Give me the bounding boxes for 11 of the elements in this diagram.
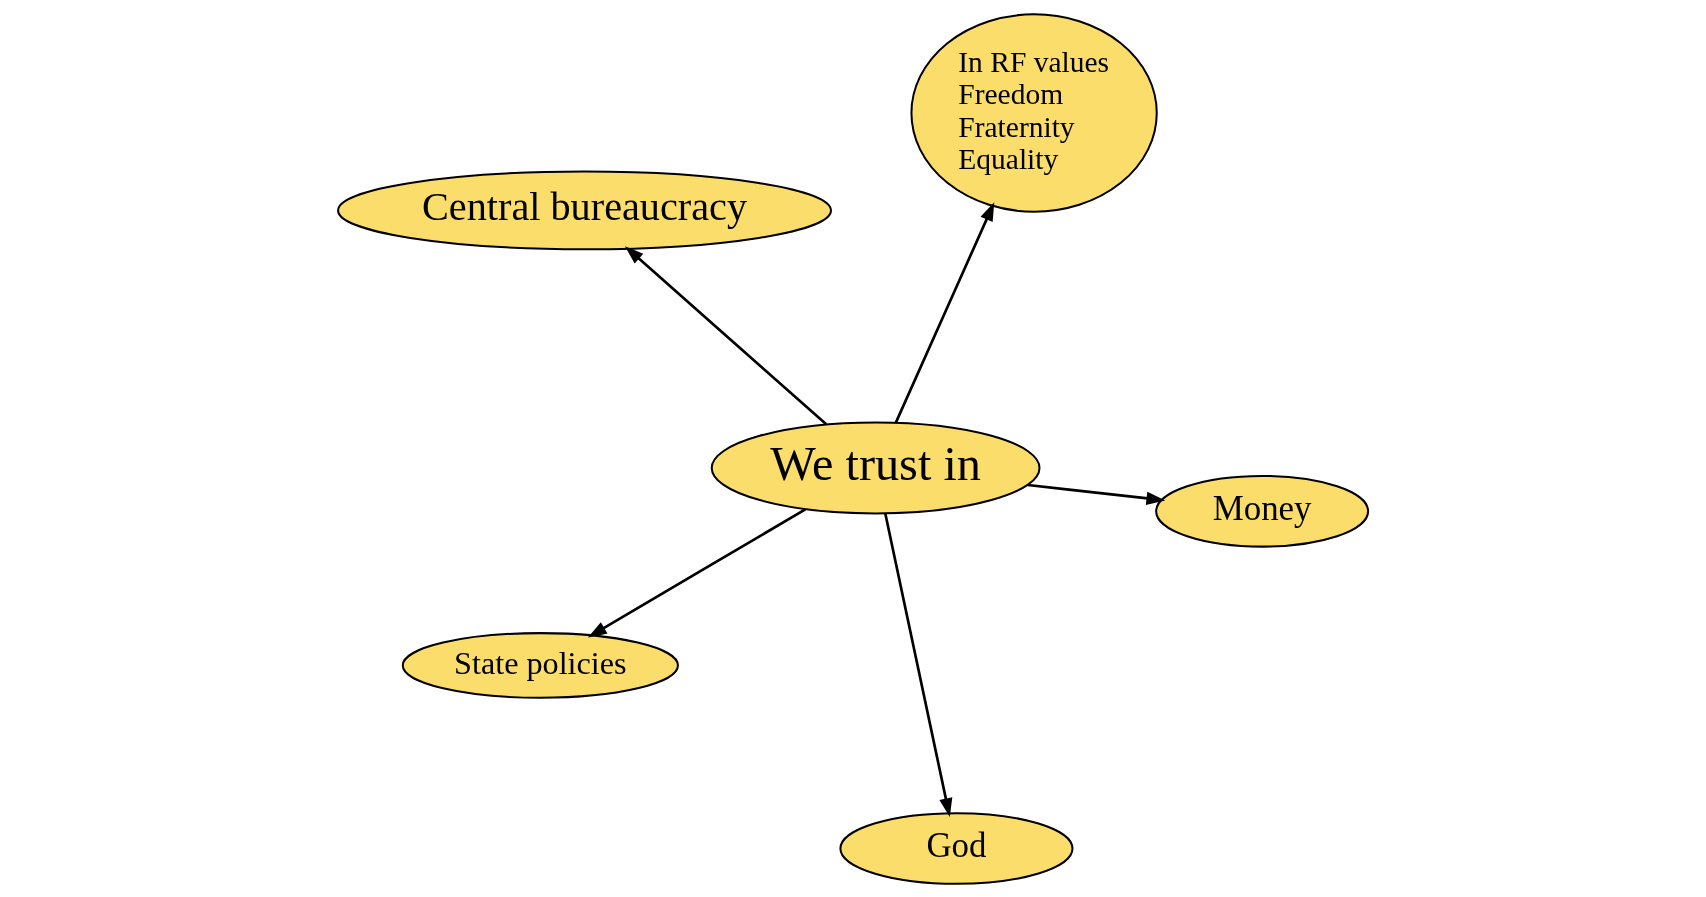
arrow	[883, 512, 953, 817]
node-ellipse: Central bureaucracy	[337, 170, 832, 250]
node-ellipse: Money	[1155, 474, 1370, 548]
node-ellipse: God	[839, 811, 1074, 885]
node-ellipse: State policies	[401, 631, 679, 699]
node-ellipse: In RF values Freedom Fraternity Equality	[910, 12, 1158, 213]
node-ellipse: We trust in	[710, 421, 1041, 514]
arrow	[587, 507, 806, 637]
arrow	[894, 201, 995, 423]
arrow	[1027, 483, 1166, 505]
arrow	[624, 245, 828, 425]
